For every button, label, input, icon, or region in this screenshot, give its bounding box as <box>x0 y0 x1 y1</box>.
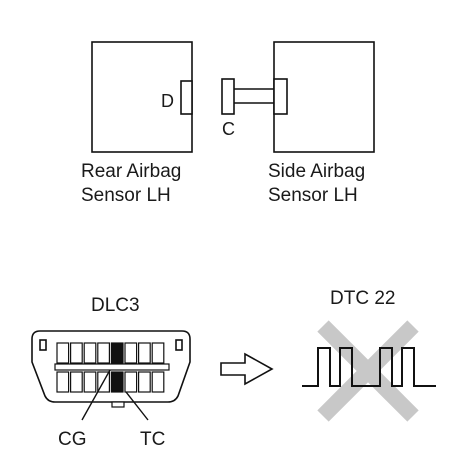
rear-sensor-label-line1: Rear Airbag <box>81 161 181 182</box>
dlc3-pin-row-top <box>56 342 165 364</box>
rear-sensor-label-line2: Sensor LH <box>81 185 171 206</box>
rear-sensor-connector-d <box>180 80 193 115</box>
dlc3-pin <box>124 342 138 364</box>
dlc3-pin <box>56 371 70 393</box>
dlc3-pin <box>138 371 151 393</box>
terminal-cg-label: CG <box>58 429 87 450</box>
dlc3-connector <box>31 330 191 421</box>
side-sensor-body <box>273 41 375 153</box>
rear-sensor-body <box>91 41 193 153</box>
tc-leader-line <box>125 391 149 421</box>
connector-c-harness: C <box>221 78 275 139</box>
dlc3-pin <box>83 342 97 364</box>
connector-c-label: C <box>222 119 235 139</box>
dlc3-pin <box>124 371 138 393</box>
rear-airbag-sensor: D Rear Airbag Sensor LH <box>81 41 193 206</box>
dtc-22-label: DTC 22 <box>330 288 395 309</box>
dlc3-latch-left <box>39 339 47 351</box>
dlc3-label: DLC3 <box>91 295 140 316</box>
dlc3-latch-right <box>175 339 183 351</box>
side-sensor-connector <box>273 78 288 115</box>
side-airbag-sensor: Side Airbag Sensor LH <box>268 41 375 206</box>
grey-x-mark-icon <box>317 320 419 422</box>
dlc3-pin <box>69 371 83 393</box>
side-sensor-label-line1: Side Airbag <box>268 161 365 182</box>
dlc3-pin <box>138 342 151 364</box>
hollow-right-arrow-icon <box>220 352 274 386</box>
dtc-pulse-waveform <box>302 347 436 387</box>
dlc3-pin <box>69 342 83 364</box>
dlc3-pin <box>97 342 111 364</box>
connector-d-label: D <box>161 91 174 111</box>
dlc3-pin <box>56 342 70 364</box>
cg-leader-line <box>81 369 111 421</box>
terminal-tc-label: TC <box>140 429 165 450</box>
connector-c-plug <box>221 78 235 115</box>
dlc3-pin-tc <box>110 371 124 393</box>
dlc3-pin <box>151 371 165 393</box>
dlc3-center-rail <box>54 363 170 371</box>
dlc3-pin <box>151 342 165 364</box>
side-sensor-label-line2: Sensor LH <box>268 185 358 206</box>
dlc3-pin-cg <box>110 342 124 364</box>
dlc3-bottom-tab <box>111 401 125 408</box>
dlc3-pin <box>83 371 97 393</box>
